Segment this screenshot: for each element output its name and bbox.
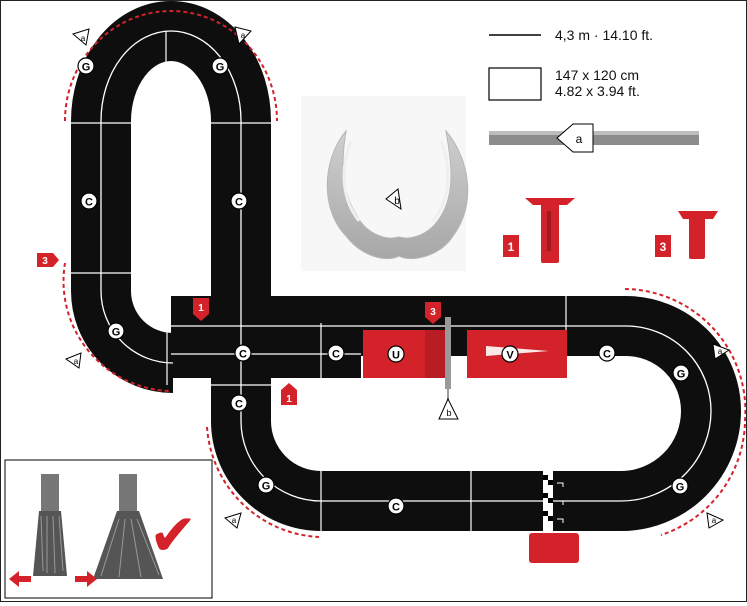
svg-text:C: C	[239, 349, 247, 361]
svg-text:a: a	[718, 347, 723, 356]
svg-text:G: G	[112, 327, 121, 339]
svg-text:3: 3	[660, 240, 667, 254]
label-v: V	[502, 346, 518, 362]
assembly-inset: ✔	[5, 460, 212, 598]
marker-a-3: a	[66, 353, 81, 368]
label-g-3: G	[108, 323, 124, 339]
svg-text:C: C	[392, 502, 400, 514]
label-c-4: C	[328, 345, 344, 361]
fire-ring-illustration: b	[301, 96, 468, 271]
svg-text:G: G	[262, 481, 271, 493]
legend-length-text: 4,3 m · 14.10 ft.	[555, 27, 653, 43]
svg-text:a: a	[241, 31, 246, 40]
label-g-6: G	[672, 478, 688, 494]
svg-text:a: a	[712, 516, 717, 525]
legend-area-box	[489, 68, 541, 100]
svg-text:G: G	[82, 62, 91, 74]
svg-text:a: a	[232, 516, 237, 525]
svg-text:a: a	[576, 132, 583, 146]
label-c-7: C	[388, 498, 404, 514]
label-g-2: G	[212, 58, 228, 74]
legend-area-imperial-text: 4.82 x 3.94 ft.	[555, 83, 640, 99]
svg-text:U: U	[392, 350, 400, 362]
legend-lane-change-part: a	[489, 124, 699, 152]
marker-a-1: a	[73, 29, 89, 45]
svg-text:1: 1	[508, 240, 515, 254]
check-mark-icon: ✔	[149, 503, 198, 568]
svg-text:1: 1	[198, 303, 204, 314]
label-g-5: G	[258, 477, 274, 493]
label-c-1: C	[81, 193, 97, 209]
label-g-1: G	[78, 58, 94, 74]
svg-text:C: C	[235, 399, 243, 411]
support-3-left: 3	[37, 253, 59, 267]
support-pillar-1: 1	[503, 198, 575, 263]
svg-text:3: 3	[42, 256, 48, 267]
svg-text:G: G	[676, 482, 685, 494]
label-u: U	[388, 346, 404, 362]
label-c-3: C	[235, 345, 251, 361]
track-top-curve	[101, 31, 241, 121]
support-1-bottom: 1	[281, 383, 297, 405]
marker-b-bridge: b	[439, 399, 458, 419]
marker-a-6: a	[707, 513, 723, 528]
label-c-5: C	[599, 345, 615, 361]
label-g-4: G	[673, 365, 689, 381]
svg-text:a: a	[81, 34, 86, 43]
svg-text:G: G	[677, 369, 686, 381]
svg-text:3: 3	[430, 307, 436, 318]
svg-text:a: a	[74, 357, 79, 366]
label-c-6: C	[231, 395, 247, 411]
svg-text:G: G	[216, 62, 225, 74]
svg-text:C: C	[235, 197, 243, 209]
svg-text:b: b	[446, 408, 451, 418]
svg-text:C: C	[85, 197, 93, 209]
svg-text:C: C	[603, 349, 611, 361]
support-pillar-3: 3	[655, 211, 718, 259]
svg-text:V: V	[506, 350, 514, 362]
svg-text:b: b	[394, 196, 400, 207]
svg-text:C: C	[332, 349, 340, 361]
label-c-2: C	[231, 193, 247, 209]
svg-text:1: 1	[286, 394, 292, 405]
start-box	[529, 533, 579, 563]
legend-area-metric-text: 147 x 120 cm	[555, 67, 639, 83]
marker-a-5: a	[225, 513, 241, 528]
